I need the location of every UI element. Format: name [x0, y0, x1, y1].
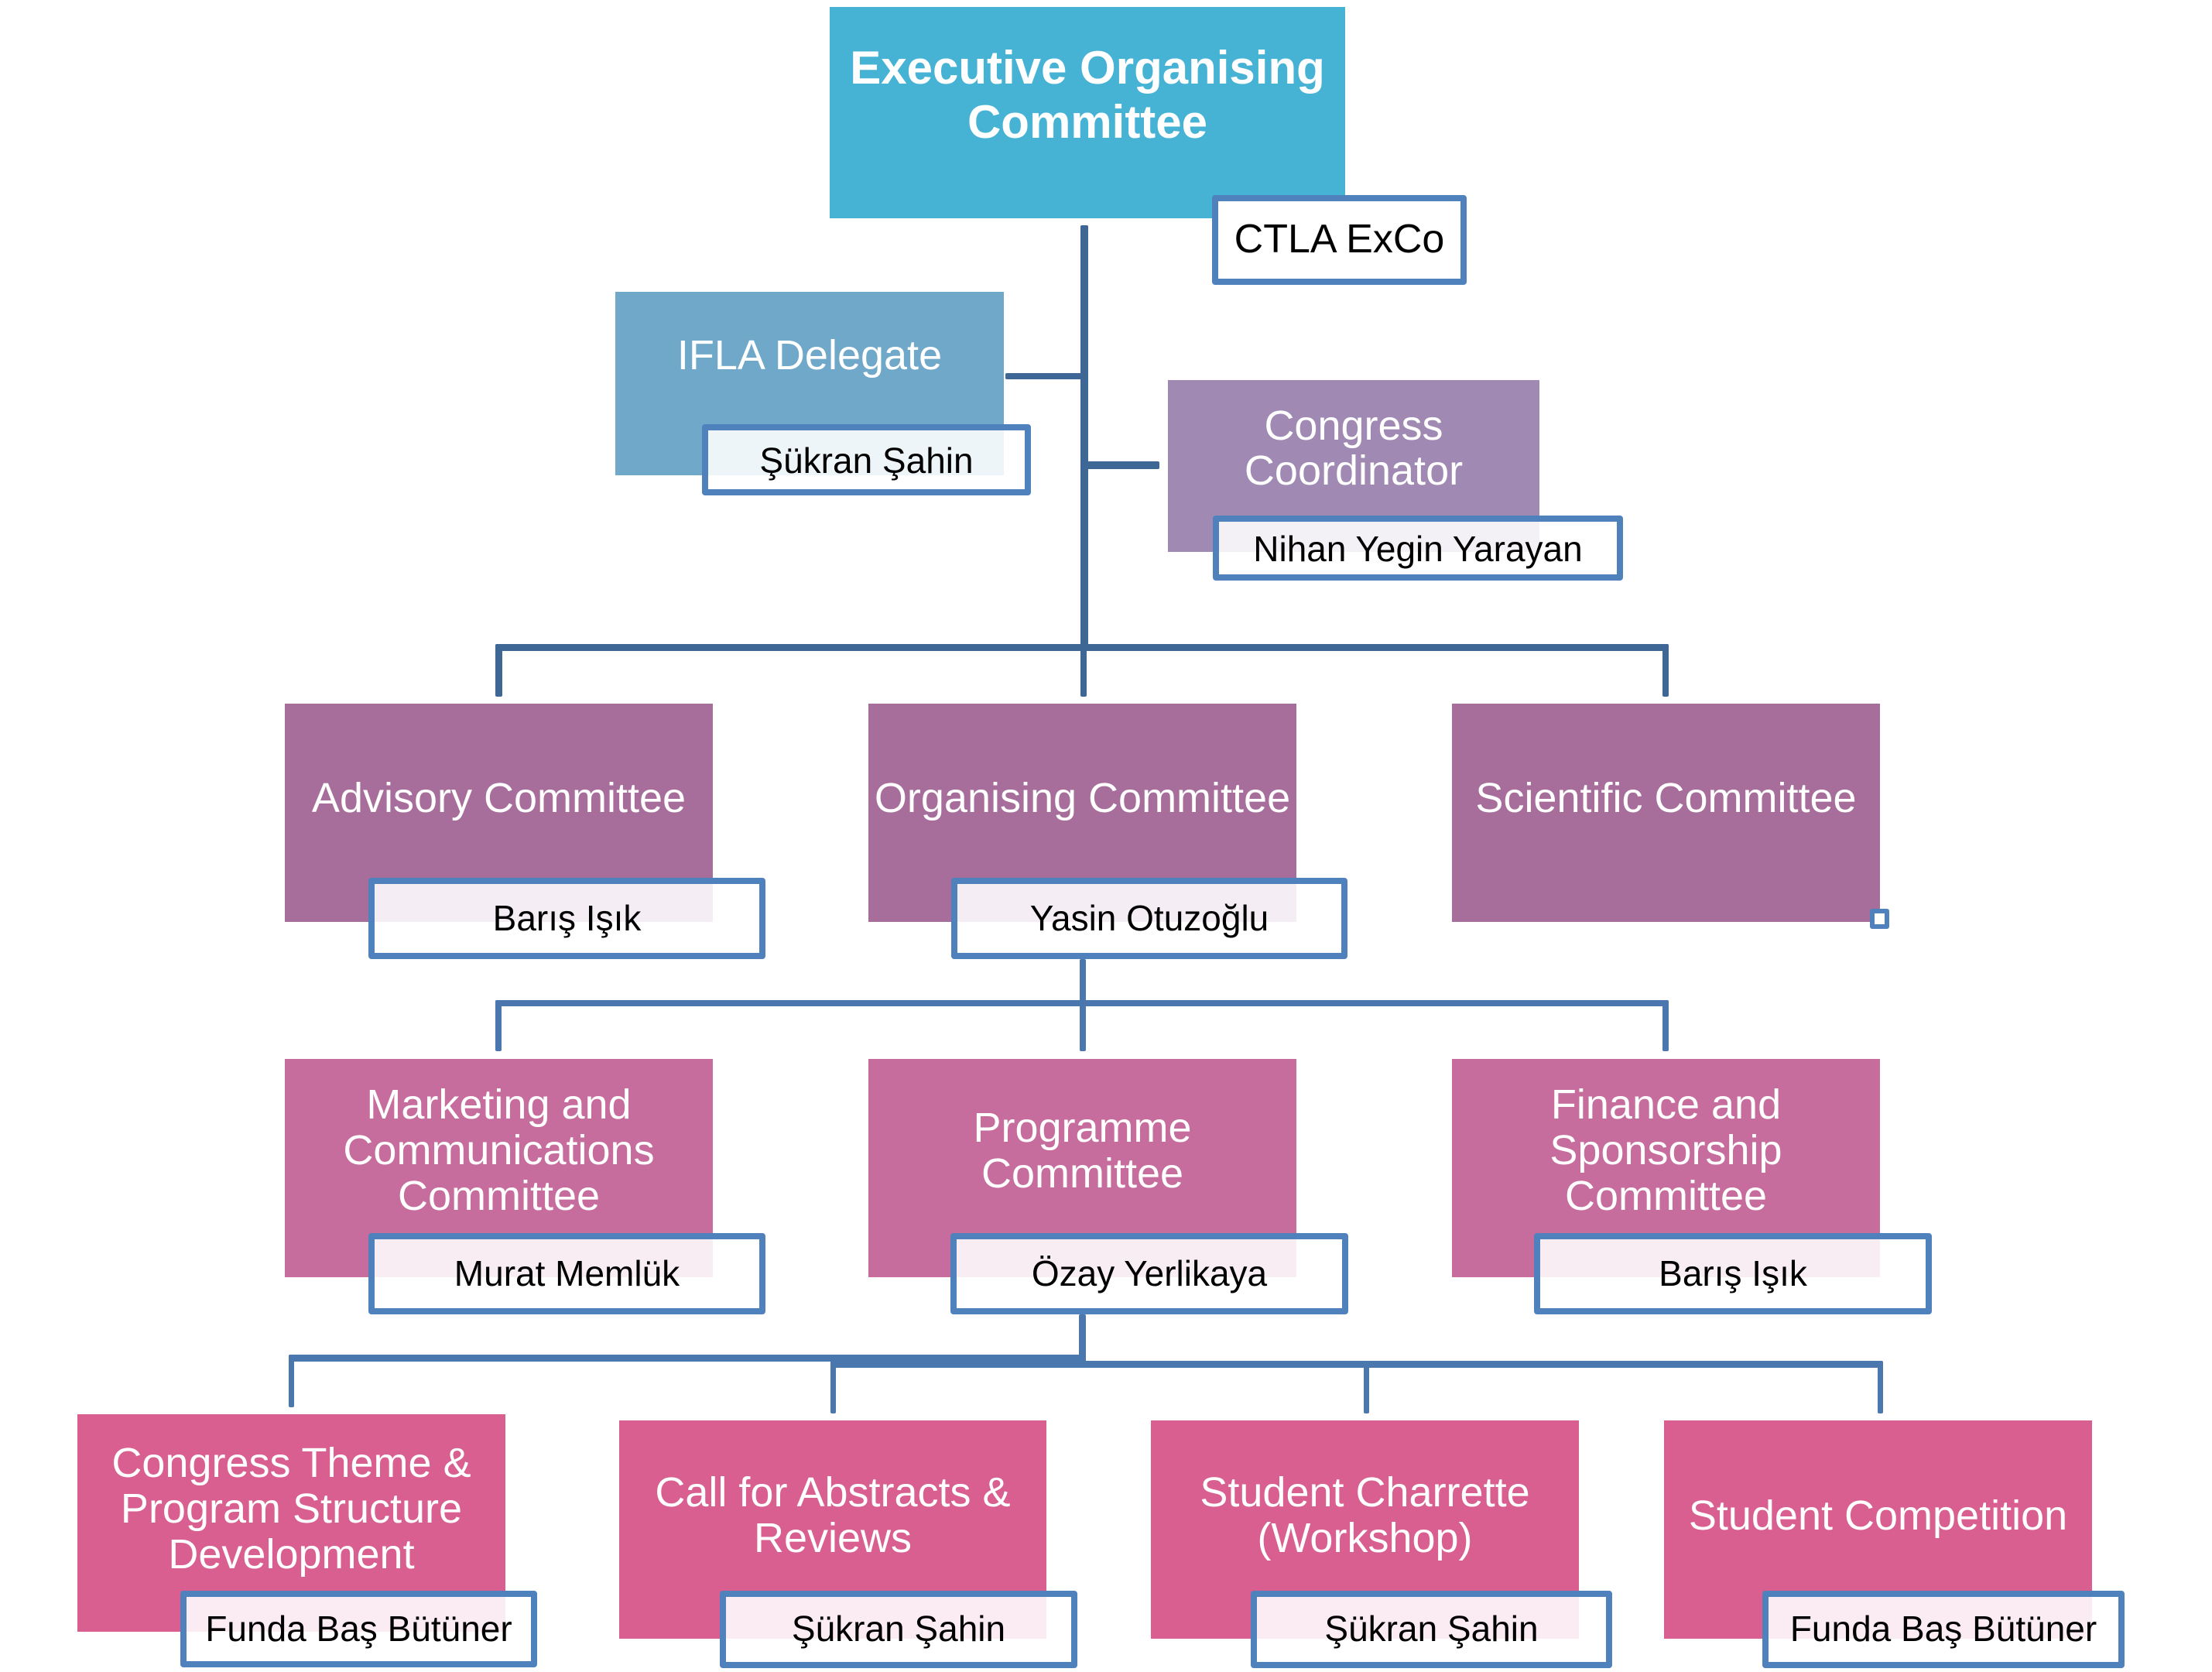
person-box-finance-sponsorship-committee: Barış Işık	[1534, 1233, 1932, 1314]
node-scientific-committee: Scientific Committee	[1452, 704, 1880, 922]
connector-drop-student-charrette	[1364, 1361, 1369, 1413]
person-name: Yasin Otuzoğlu	[1029, 897, 1269, 938]
connector-drop-student-competition	[1878, 1361, 1883, 1413]
person-name: Barış Işık	[492, 897, 642, 938]
person-box-ifla-delegate: Şükran Şahin	[702, 424, 1031, 495]
node-title: IFLA Delegate	[676, 332, 943, 379]
person-box-marketing-communications-committee: Murat Memlük	[368, 1233, 765, 1314]
connector-ifla-delegate	[1005, 373, 1083, 379]
person-name: Nihan Yegin Yarayan	[1253, 529, 1583, 569]
person-name: Funda Baş Bütüner	[205, 1608, 512, 1649]
person-name: Şükran Şahin	[759, 440, 974, 481]
person-box-executive-organising-committee: CTLA ExCo	[1212, 195, 1467, 285]
person-name: Barış Işık	[1659, 1252, 1807, 1293]
node-title: Congress Coordinator	[1244, 403, 1464, 494]
node-title: Finance and Sponsorship Committee	[1549, 1081, 1782, 1219]
person-box-programme-committee: Özay Yerlikaya	[950, 1233, 1348, 1314]
node-title: Call for Abstracts & Reviews	[655, 1469, 1011, 1561]
connector-drop-advisory	[495, 644, 502, 697]
node-executive-organising-committee: Executive Organising Committee	[830, 7, 1345, 218]
connector-drop-programme	[1080, 1000, 1086, 1051]
connector-drop-finance	[1662, 1000, 1669, 1051]
node-title: Marketing and Communications Committee	[343, 1081, 655, 1219]
person-box-student-charrette-workshop: Şükran Şahin	[1251, 1591, 1612, 1668]
node-title: Congress Theme & Program Structure Devel…	[111, 1440, 471, 1578]
person-box-student-competition: Funda Baş Bütüner	[1762, 1591, 2125, 1668]
connector-drop-scientific	[1662, 644, 1669, 697]
node-title: Student Competition	[1688, 1492, 2068, 1539]
node-title: Student Charrette (Workshop)	[1200, 1469, 1530, 1561]
person-box-congress-theme-program-structure: Funda Baş Bütüner	[180, 1591, 537, 1667]
person-name: Özay Yerlikaya	[1031, 1252, 1268, 1293]
node-title: Organising Committee	[874, 775, 1291, 821]
person-box-organising-committee: Yasin Otuzoğlu	[951, 878, 1347, 959]
node-title: Advisory Committee	[311, 775, 687, 821]
person-box-call-for-abstracts-reviews: Şükran Şahin	[720, 1591, 1077, 1668]
connector-trunk-programme	[1079, 1314, 1086, 1368]
connector-level3-bar-right	[830, 1361, 1882, 1368]
person-name: Funda Baş Bütüner	[1789, 1609, 2097, 1649]
node-title: Executive Organising Committee	[850, 42, 1325, 148]
connector-drop-organising	[1080, 644, 1087, 697]
person-box-advisory-committee: Barış Işık	[368, 878, 765, 959]
person-box-congress-coordinator: Nihan Yegin Yarayan	[1213, 516, 1623, 581]
person-name: Şükran Şahin	[1324, 1609, 1539, 1649]
person-name: Murat Memlük	[454, 1252, 680, 1293]
person-name: Şükran Şahin	[791, 1609, 1006, 1649]
connector-drop-marketing	[495, 1000, 502, 1051]
connector-trunk-organising	[1080, 959, 1086, 1006]
node-title: Scientific Committee	[1475, 775, 1857, 821]
connector-level3-bar-left	[289, 1355, 1086, 1362]
connector-drop-call-for-abstracts	[830, 1361, 836, 1413]
node-title: Programme Committee	[973, 1105, 1192, 1197]
connector-congress-coordinator	[1084, 461, 1159, 469]
person-name: CTLA ExCo	[1234, 217, 1445, 262]
person-box-scientific-committee-empty	[1870, 909, 1889, 929]
connector-drop-congress-theme	[289, 1355, 294, 1407]
connector-trunk-executive	[1080, 225, 1088, 651]
